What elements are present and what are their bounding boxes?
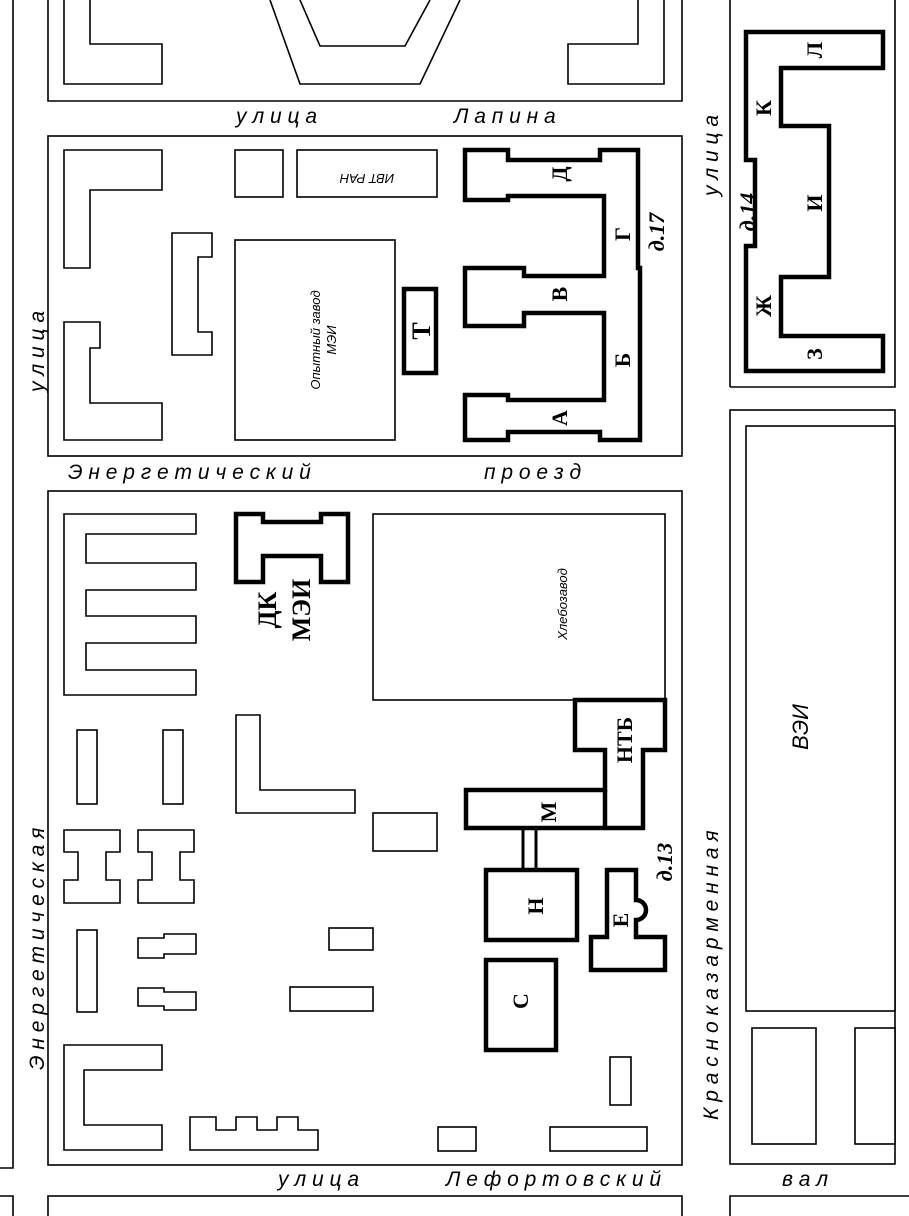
- right-upper-block: [730, 0, 896, 388]
- street-lefort-2: Л е ф о р т о в с к и й: [444, 1168, 661, 1191]
- label-i: И: [802, 194, 827, 211]
- label-v: В: [547, 286, 572, 301]
- label-d14: д.14: [735, 193, 760, 231]
- label-a: А: [547, 410, 572, 426]
- block-3-buildings: [63, 513, 666, 1152]
- street-lefort-3: в а л: [782, 1168, 828, 1191]
- street-ulitsa-right: у л и ц а: [700, 115, 723, 198]
- label-d13: д.13: [652, 843, 677, 881]
- right-street-bottom: [729, 1195, 909, 1216]
- label-vei: ВЭИ: [788, 704, 813, 750]
- building-dk-mei: [233, 511, 351, 585]
- block-2-outline: [47, 135, 683, 457]
- left-street-edge-bottom: [0, 1195, 14, 1216]
- label-dk-2: МЭИ: [287, 579, 316, 641]
- label-ntb: НТБ: [612, 717, 637, 763]
- street-energ-proezd-2: п р о е з д: [484, 461, 581, 484]
- building-ntb-m: [463, 697, 668, 831]
- street-energeticheskaya: Э н е р г е т и ч е с к а я: [26, 828, 49, 1070]
- building-n: [483, 867, 580, 943]
- label-m: М: [536, 801, 561, 822]
- vei-building: [745, 425, 896, 1012]
- label-l: Л: [802, 41, 827, 58]
- label-s: С: [508, 993, 533, 1009]
- building-e: [588, 867, 668, 973]
- label-g: Г: [610, 227, 635, 241]
- label-d17: д.17: [644, 212, 669, 251]
- label-e: Е: [608, 913, 633, 928]
- street-lapina-1: у л и ц а: [234, 105, 317, 128]
- street-energ-proezd-1: Э н е р г е т и ч е с к и й: [68, 461, 311, 484]
- label-zh: Ж: [751, 295, 776, 317]
- label-n: Н: [523, 897, 548, 914]
- building-abvgd: [462, 147, 643, 443]
- label-hlebozavod: Хлебозавод: [555, 568, 570, 641]
- label-t: Т: [407, 322, 436, 339]
- left-street-edge: [0, 0, 14, 1169]
- building-s: [483, 957, 559, 1053]
- top-block-buildings: [63, 0, 665, 85]
- label-ivt: ИВТ РАН: [339, 171, 394, 186]
- street-ulitsa-left: у л и ц а: [26, 311, 49, 394]
- street-krasnokazarmennaya: К р а с н о к а з а р м е н н а я: [700, 830, 723, 1120]
- block-2-buildings: [63, 149, 438, 441]
- label-z: З: [802, 348, 827, 360]
- label-k: К: [751, 100, 776, 116]
- label-dk-1: ДК: [253, 591, 282, 628]
- label-d: Д: [547, 166, 572, 181]
- street-lapina-2: Л а п и н а: [452, 105, 556, 128]
- street-lefort-1: у л и ц а: [276, 1168, 359, 1191]
- building-zhzikl: [743, 29, 886, 374]
- building-t: [401, 286, 439, 376]
- block-3-outline: [47, 490, 683, 1166]
- label-b: Б: [610, 353, 635, 368]
- label-zavod-2: МЭИ: [324, 325, 339, 355]
- top-block-outline: [47, 0, 683, 102]
- label-zavod-1: Опытный завод: [308, 290, 323, 389]
